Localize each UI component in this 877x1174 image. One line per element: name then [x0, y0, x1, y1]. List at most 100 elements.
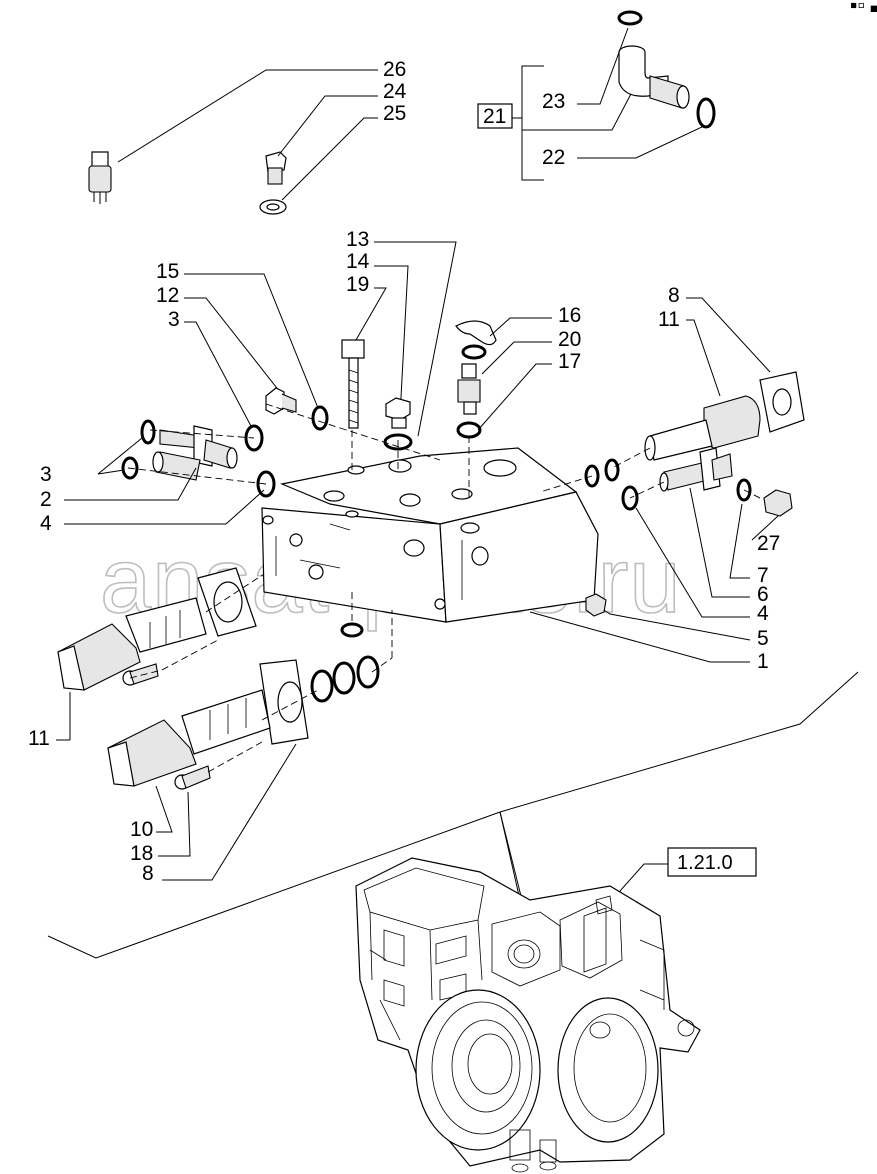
o-ring-bottom: [340, 622, 364, 638]
o-ring-part-22: [696, 97, 716, 129]
plug-part-5: [585, 593, 607, 617]
label-27: 27: [757, 532, 780, 555]
label-11-top: 11: [658, 308, 680, 331]
leader-13: [374, 241, 457, 437]
assembly-centerlines: [127, 403, 765, 773]
label-19: 19: [346, 273, 369, 296]
leader-reference: [611, 863, 668, 901]
label-15: 15: [156, 260, 179, 283]
leader-2: [64, 467, 197, 501]
label-25: 25: [383, 102, 406, 125]
leader-22: [577, 125, 705, 159]
leader-17: [477, 363, 552, 431]
label-4-right: 4: [757, 602, 769, 625]
label-20: 20: [558, 328, 581, 351]
leader-26: [117, 69, 378, 163]
screw-part-18: [174, 765, 211, 790]
reference-box: [667, 847, 757, 877]
elbow-fitting-part-21: [618, 45, 690, 109]
label-10: 10: [130, 818, 153, 841]
label-8-top: 8: [668, 284, 680, 307]
leader-24: [277, 95, 378, 157]
group-box-21: [477, 103, 513, 129]
label-5: 5: [757, 627, 769, 650]
o-ring-part-17: [456, 421, 482, 439]
leader-6: [689, 487, 750, 598]
leader-20: [481, 341, 552, 375]
leader-16: [489, 317, 552, 337]
washer-part-25: [259, 199, 287, 215]
tee-fitting-part-2: [152, 425, 238, 481]
o-ring-part-3-left-b: [121, 456, 139, 480]
o-ring-part-3-left-a: [140, 419, 156, 445]
label-22: 22: [542, 146, 565, 169]
leader-10: [155, 785, 173, 833]
label-3-top: 3: [168, 308, 180, 331]
plug-part-14: [385, 397, 411, 429]
leader-3-left-b: [97, 469, 125, 475]
transmission-housing: [355, 857, 701, 1173]
label-24: 24: [383, 80, 407, 103]
leader-4-right: [635, 507, 750, 618]
label-21: 21: [483, 105, 506, 128]
o-ring-part-4-mid-a: [584, 464, 600, 488]
leader-23: [577, 27, 629, 105]
label-4-left: 4: [40, 512, 52, 535]
label-11-left: 11: [28, 727, 50, 750]
o-ring-part-3-right: [244, 424, 264, 452]
flange-part-8-left-upper: [197, 567, 257, 637]
o-ring-part-4: [621, 485, 639, 511]
label-1: 1: [757, 650, 769, 673]
leader-11-top: [686, 319, 721, 397]
valve-block-part-1: [261, 447, 599, 623]
flange-part-8-right: [759, 371, 805, 433]
o-ring-cluster-b: [332, 661, 356, 695]
leader-7: [729, 503, 750, 579]
leader-19: [355, 287, 387, 341]
label-13: 13: [346, 228, 369, 251]
clip-part-16: [455, 320, 497, 360]
label-26: 26: [383, 58, 406, 81]
label-7: 7: [757, 564, 769, 587]
cap-part-27: [763, 489, 793, 517]
label-17: 17: [558, 350, 581, 373]
leader-12: [184, 297, 281, 393]
o-ring-part-4-mid-b: [604, 458, 620, 482]
label-16: 16: [558, 304, 581, 327]
leader-4-left: [64, 489, 265, 525]
o-ring-part-7: [736, 478, 752, 502]
reference-label: 1.21.0: [677, 852, 733, 874]
label-3-left: 3: [40, 463, 52, 486]
label-14: 14: [346, 250, 370, 273]
bolt-part-19: [341, 339, 365, 429]
label-12: 12: [156, 284, 179, 307]
label-6: 6: [757, 583, 769, 606]
plug-part-24: [265, 151, 287, 185]
leader-18: [158, 791, 191, 857]
pressure-switch-part-26: [88, 151, 112, 204]
leader-3-left-a: [97, 437, 143, 475]
label-18: 18: [130, 842, 153, 865]
label-2: 2: [40, 488, 52, 511]
valve-part-20: [457, 363, 481, 415]
leader-8-bottom: [162, 743, 297, 881]
o-ring-part-4-left: [256, 470, 276, 498]
leader-25: [281, 117, 378, 201]
group-bracket-21: [521, 65, 544, 181]
leader-8-top: [686, 297, 771, 373]
label-23: 23: [542, 90, 565, 113]
flange-part-8-left-lower: [259, 659, 309, 745]
o-ring-cluster-c: [356, 655, 380, 689]
leader-3-top: [184, 321, 253, 429]
solenoid-part-11-left: [57, 597, 207, 691]
o-ring-part-23: [617, 10, 643, 26]
leader-14: [374, 265, 409, 417]
fitting-part-12: [265, 387, 297, 415]
label-8-bottom: 8: [142, 862, 154, 885]
corner-mark: ▪▫ ▬: [850, 0, 877, 17]
leader-21: [522, 91, 633, 131]
o-ring-cluster-a: [310, 669, 334, 703]
solenoid-part-11-right: [644, 395, 761, 461]
leader-27: [751, 515, 779, 541]
